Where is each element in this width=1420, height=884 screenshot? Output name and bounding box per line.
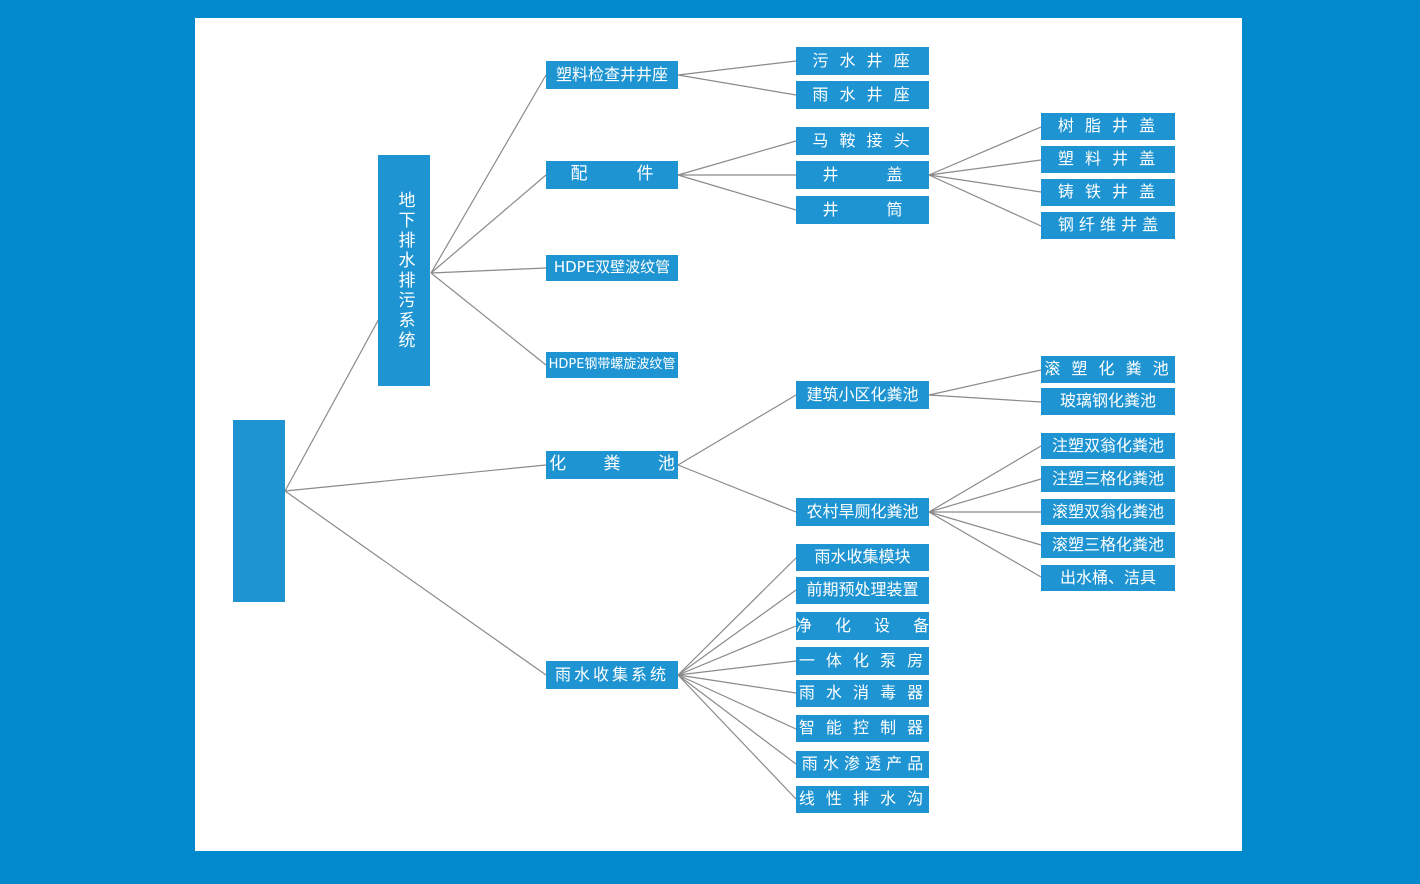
node-plastic-manhole-cover[interactable]: 塑 料 井 盖 (1041, 146, 1175, 173)
node-frp-septic-tank[interactable]: 玻璃钢化粪池 (1041, 388, 1175, 415)
node-steel-fiber-manhole-cover[interactable]: 钢 纤 维 井 盖 (1041, 212, 1175, 239)
node-cast-iron-manhole-cover[interactable]: 铸 铁 井 盖 (1041, 179, 1175, 206)
node-purification-equipment[interactable]: 净 化 设 备 (796, 612, 929, 640)
node-rural-dry-toilet-septic-tank[interactable]: 农村旱厕化粪池 (796, 498, 929, 526)
node-rainwater-well-base[interactable]: 雨 水 井 座 (796, 81, 929, 109)
node-linear-drainage-channel[interactable]: 线 性 排 水 沟 (796, 786, 929, 813)
node-rotomolded-three-compartment-septic-tank[interactable]: 滚塑三格化粪池 (1041, 532, 1175, 558)
node-integrated-pump-house[interactable]: 一 体 化 泵 房 (796, 647, 929, 675)
node-sewage-well-base[interactable]: 污 水 井 座 (796, 47, 929, 75)
node-manhole-cover[interactable]: 井 盖 (796, 161, 929, 189)
node-well-barrel[interactable]: 井 筒 (796, 196, 929, 224)
node-rainwater-disinfector[interactable]: 雨 水 消 毒 器 (796, 680, 929, 707)
node-pretreatment-device[interactable]: 前期预处理装置 (796, 577, 929, 604)
node-root[interactable] (233, 420, 285, 602)
node-outlet-bucket-and-sanitary-ware[interactable]: 出水桶、洁具 (1041, 565, 1175, 591)
node-saddle-connector[interactable]: 马 鞍 接 头 (796, 127, 929, 155)
node-rotomolded-double-jar-septic-tank[interactable]: 滚塑双翁化粪池 (1041, 499, 1175, 525)
node-smart-controller[interactable]: 智 能 控 制 器 (796, 715, 929, 742)
node-rainwater-permeable-product[interactable]: 雨 水 渗 透 产 品 (796, 751, 929, 778)
node-community-building-septic-tank[interactable]: 建筑小区化粪池 (796, 381, 929, 409)
node-injection-three-compartment-septic-tank[interactable]: 注塑三格化粪池 (1041, 466, 1175, 492)
node-fittings[interactable]: 配 件 (546, 161, 678, 189)
node-injection-double-jar-septic-tank[interactable]: 注塑双翁化粪池 (1041, 433, 1175, 459)
node-hdpe-double-wall-corrugated-pipe[interactable]: HDPE双壁波纹管 (546, 255, 678, 281)
node-plastic-inspection-well-base[interactable]: 塑料检查井井座 (546, 61, 678, 89)
node-septic-tank[interactable]: 化 粪 池 (546, 451, 678, 479)
node-hdpe-steel-belt-spiral-corrugated-pipe[interactable]: HDPE钢带螺旋波纹管 (546, 352, 678, 378)
node-rotomolded-septic-tank[interactable]: 滚 塑 化 粪 池 (1041, 356, 1175, 383)
node-rainwater-collection-system[interactable]: 雨水收集系统 (546, 661, 678, 689)
node-resin-manhole-cover[interactable]: 树 脂 井 盖 (1041, 113, 1175, 140)
node-underground-drainage[interactable]: 地下排水排污系统 (378, 155, 430, 386)
node-rainwater-collection-module[interactable]: 雨水收集模块 (796, 544, 929, 571)
